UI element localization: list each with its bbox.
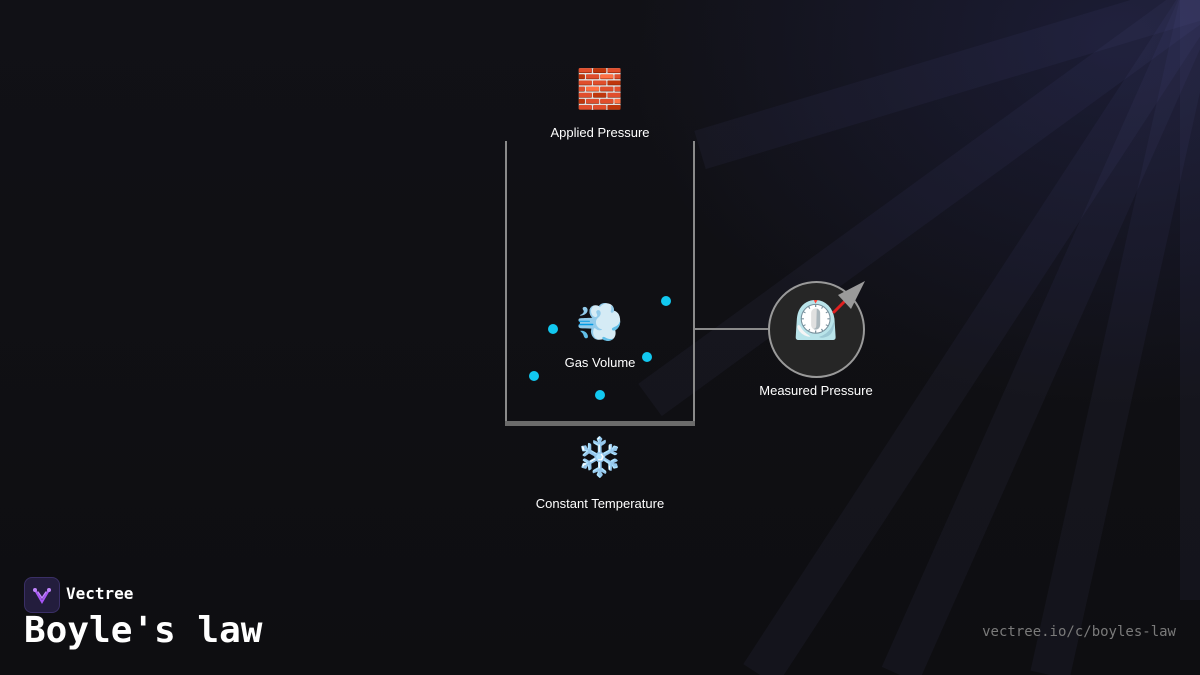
gauge-needle-arrow <box>832 281 865 314</box>
gas-particle <box>529 371 539 381</box>
constant-temperature-label: Constant Temperature <box>535 496 665 511</box>
gas-particle <box>548 324 558 334</box>
vectree-logo <box>24 577 60 613</box>
container-right-wall <box>693 141 695 424</box>
brick-icon: 🧱 <box>576 67 624 111</box>
container-base <box>505 421 695 426</box>
brand-name: Vectree <box>66 584 134 603</box>
pressure-pipe <box>695 328 769 330</box>
gauge-icon: ⏲️ <box>792 298 840 342</box>
measured-pressure-label: Measured Pressure <box>759 383 873 398</box>
page-title: Boyle's law <box>24 610 263 651</box>
source-url[interactable]: vectree.io/c/boyles-law <box>982 624 1176 640</box>
gas-volume-label: Gas Volume <box>564 355 636 370</box>
gas-particle <box>642 352 652 362</box>
container-left-wall <box>505 141 507 424</box>
snowflake-icon: ❄️ <box>576 435 624 479</box>
applied-pressure-label: Applied Pressure <box>550 125 650 140</box>
gas-particle <box>595 390 605 400</box>
pressure-gauge <box>768 281 865 378</box>
wind-icon: 💨 <box>576 300 624 344</box>
gas-particle <box>661 296 671 306</box>
